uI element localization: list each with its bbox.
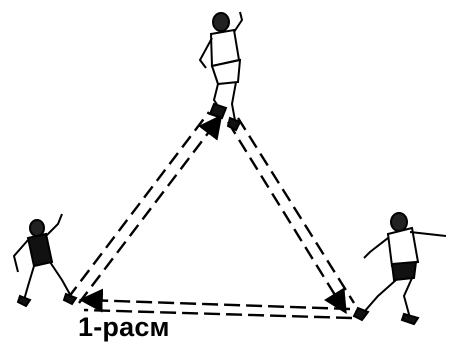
pass-line-left-to-top [68,112,218,303]
footballer-jumping-icon [200,12,242,130]
figure-caption: 1-расм [78,312,170,343]
pass-line-top-to-right [228,118,354,308]
footballer-running-icon [14,214,76,306]
footballer-kicking-icon [354,213,446,324]
